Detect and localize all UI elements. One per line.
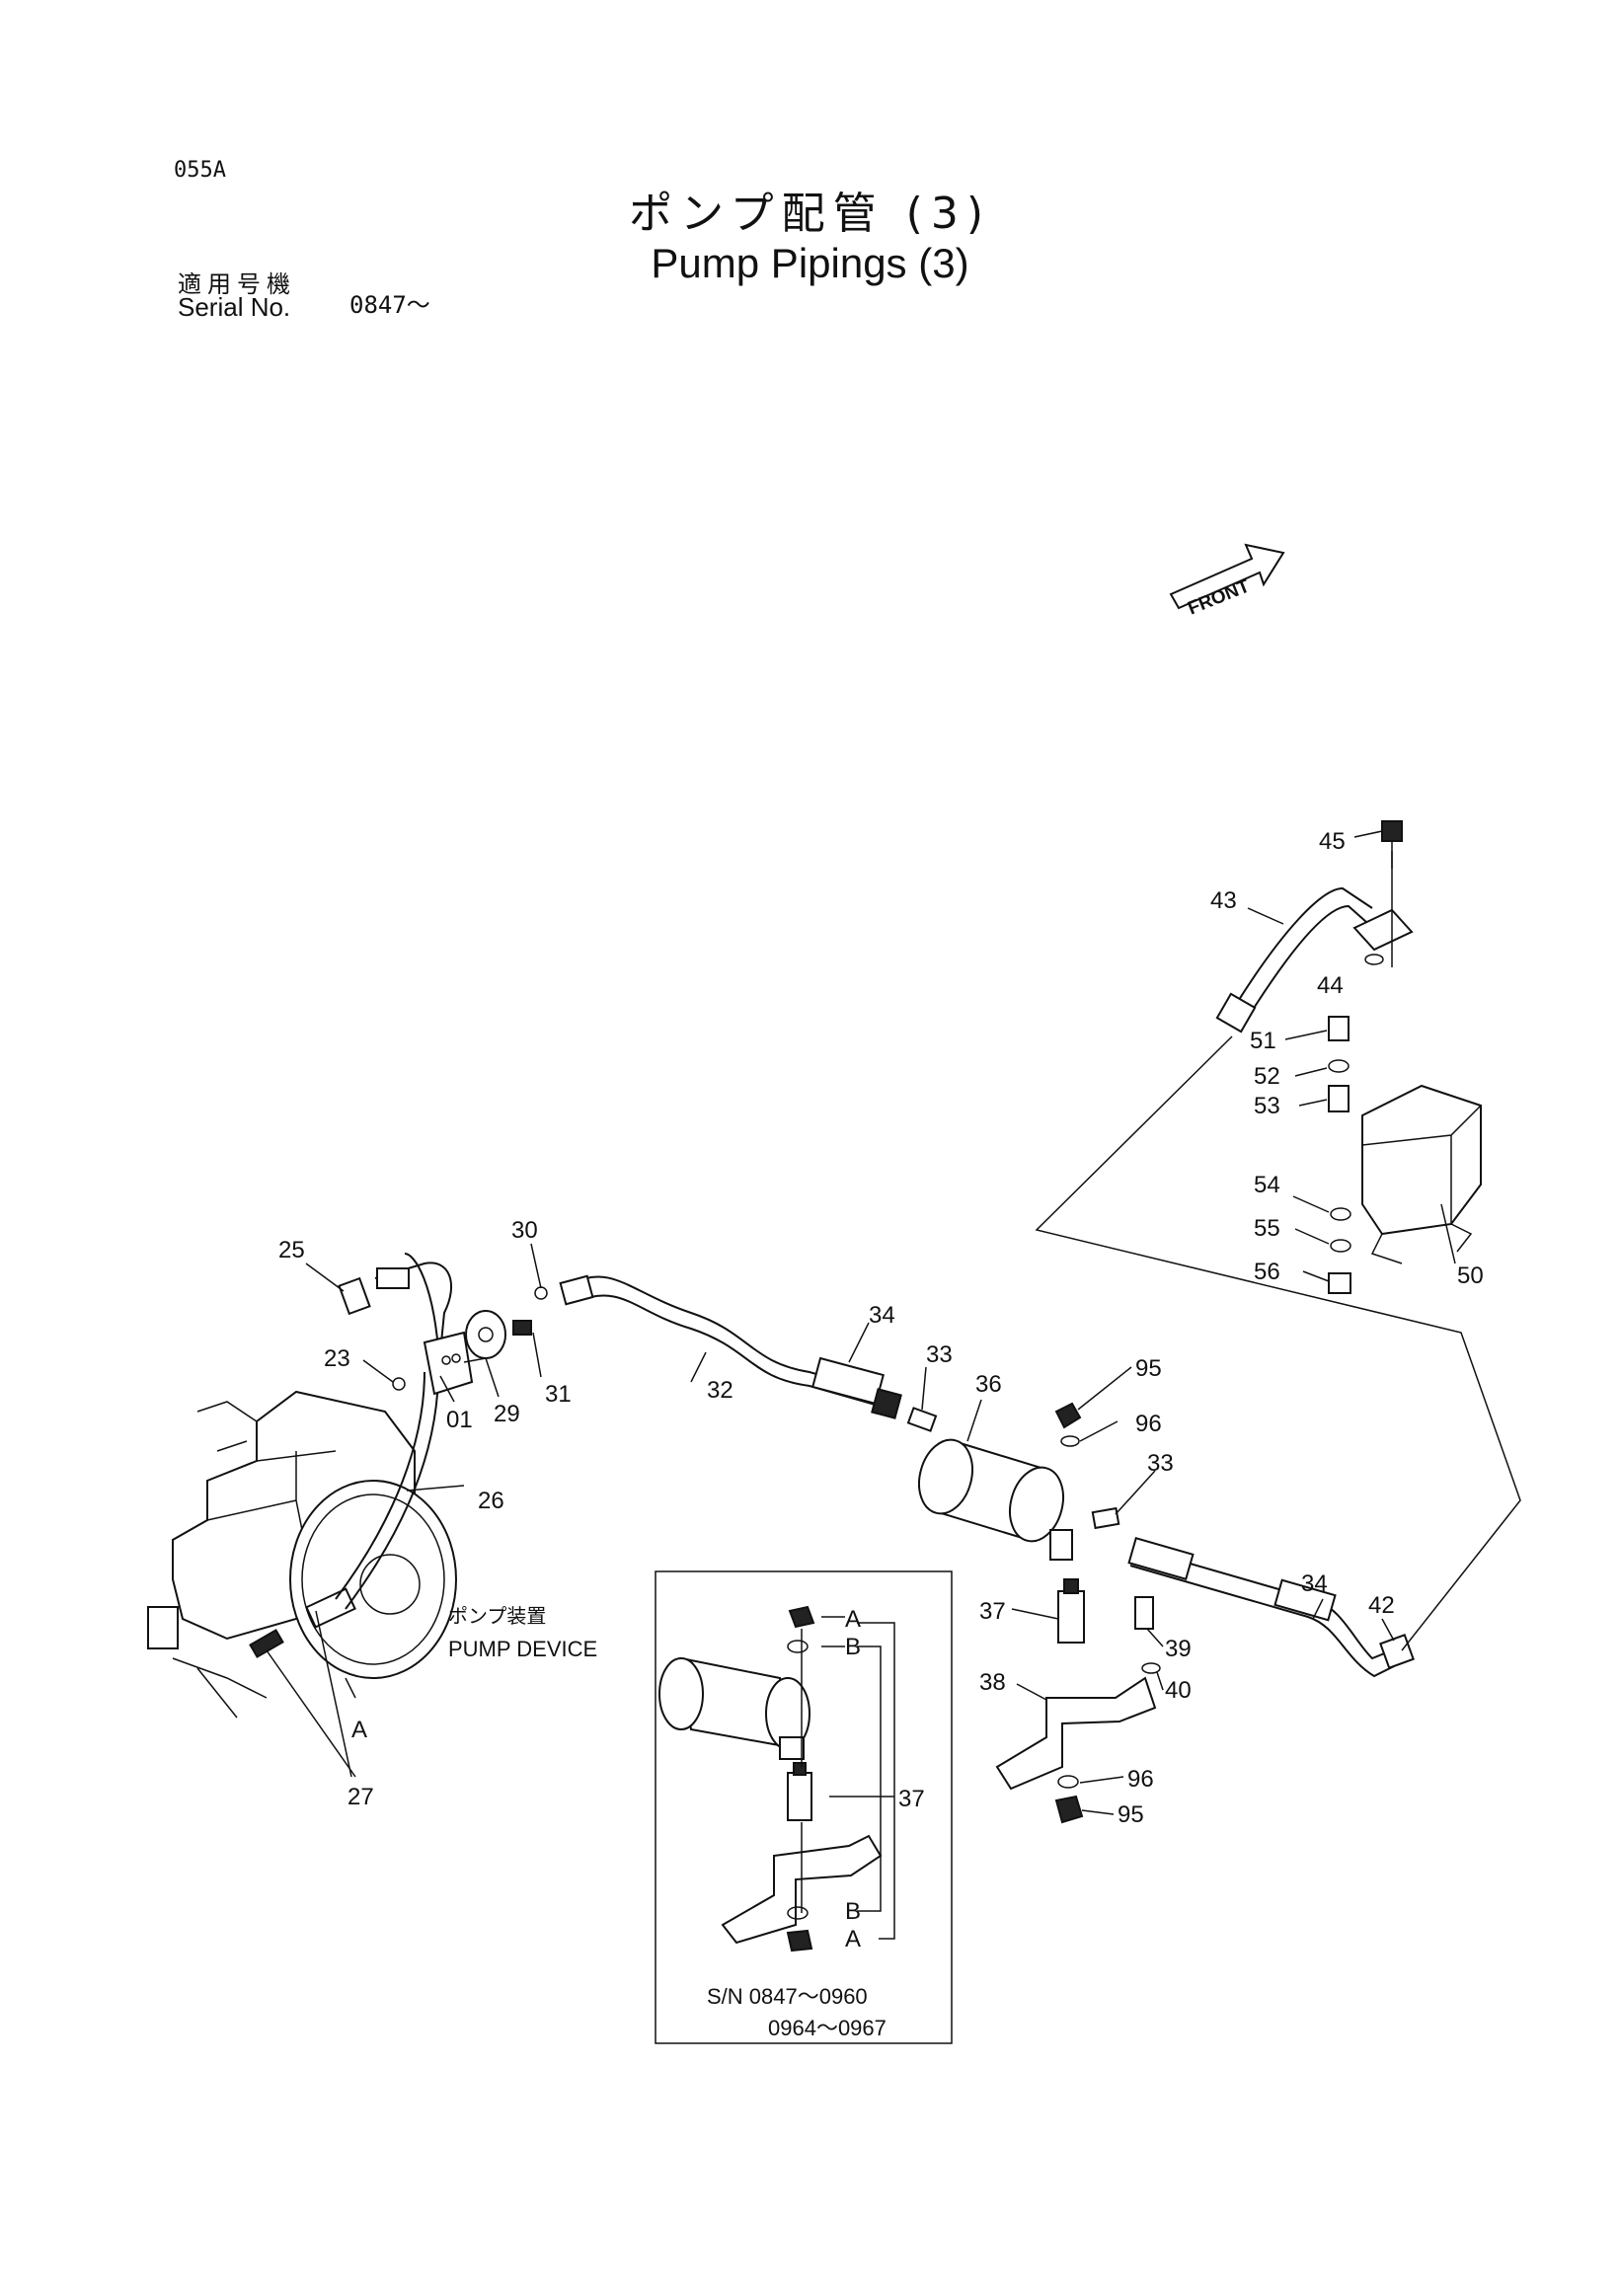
front-arrow-icon: FRONT [1169, 543, 1285, 619]
washer-40 [1141, 1662, 1161, 1674]
flange-29 [465, 1310, 506, 1359]
callout-54: 54 [1254, 1172, 1280, 1198]
valve-50 [1361, 1084, 1482, 1264]
callout-01: 01 [446, 1407, 473, 1433]
inset-label-b-bottom: B [845, 1898, 861, 1925]
hose-32 [572, 1275, 880, 1393]
mount-36 [1049, 1529, 1073, 1561]
hose-26 [404, 1253, 440, 1363]
oring-30 [534, 1286, 548, 1300]
callout-53: 53 [1254, 1093, 1280, 1119]
callout-39: 39 [1165, 1636, 1192, 1662]
bracket-38 [995, 1676, 1157, 1791]
callout-32: 32 [707, 1377, 733, 1404]
callout-40: 40 [1165, 1677, 1192, 1704]
plug-53 [1328, 1085, 1350, 1112]
adapter-33-right [1091, 1506, 1120, 1530]
callout-33-right: 33 [1147, 1450, 1174, 1477]
callout-96-bottom: 96 [1127, 1766, 1154, 1793]
washer-96-bottom [1057, 1775, 1079, 1789]
callout-36: 36 [975, 1371, 1002, 1398]
callout-26: 26 [478, 1488, 504, 1514]
pump-device-label-jp: ポンプ装置 [448, 1605, 546, 1628]
page-code: 055A [174, 158, 226, 183]
fitting-42 [1379, 1634, 1415, 1669]
leader-lines [266, 830, 1456, 1815]
seal-52 [1328, 1059, 1350, 1073]
oring-44 [1364, 954, 1384, 965]
callout-23: 23 [324, 1345, 350, 1372]
inset-labels: A B 37 B A S/N 0847～0960 0964～0967 [707, 1606, 925, 2040]
inset-label-a-bottom: A [845, 1926, 861, 1952]
hose-25 [374, 1262, 453, 1363]
bolt-31 [512, 1320, 532, 1336]
callout-50: 50 [1457, 1263, 1484, 1289]
inset-label-b-top: B [845, 1634, 861, 1660]
flange-43 [1352, 908, 1414, 952]
oring-23 [392, 1377, 406, 1391]
fitting-34-left [811, 1356, 885, 1406]
callout-43: 43 [1210, 887, 1237, 914]
inset-label-37: 37 [898, 1786, 925, 1812]
callout-34-left: 34 [869, 1302, 895, 1329]
seal-54 [1330, 1207, 1351, 1221]
adapter-33-left [906, 1407, 938, 1432]
callout-95-bottom: 95 [1118, 1801, 1144, 1828]
nut-95-top [1054, 1402, 1082, 1429]
callout-34-right: 34 [1301, 1570, 1328, 1597]
callout-51: 51 [1250, 1028, 1276, 1054]
bolt-51 [1328, 1016, 1350, 1041]
callout-37: 37 [979, 1598, 1006, 1625]
hose-26-lower [335, 1371, 425, 1600]
serial-value: 0847～ [349, 291, 430, 319]
callout-52: 52 [1254, 1063, 1280, 1090]
callout-25: 25 [278, 1237, 305, 1263]
callout-96-top: 96 [1135, 1411, 1162, 1437]
callout-labels: 25 23 01 29 30 31 26 27 A 32 34 33 36 95… [278, 828, 1484, 1828]
bolt-39 [1134, 1596, 1154, 1630]
callout-44: 44 [1317, 972, 1344, 999]
inset-box [655, 1570, 953, 2044]
callout-a: A [351, 1717, 367, 1743]
callout-38: 38 [979, 1669, 1006, 1696]
callout-95-top: 95 [1135, 1355, 1162, 1382]
callout-42: 42 [1368, 1592, 1395, 1619]
serial-label-japanese: 適用号機 [178, 270, 296, 298]
callout-31: 31 [545, 1381, 572, 1408]
washer-96-top [1060, 1435, 1080, 1447]
inset-label-a-top: A [845, 1606, 861, 1633]
pump-device-drawing [147, 1390, 457, 1719]
pump-device-label-en: PUMP DEVICE [448, 1637, 597, 1661]
plug-56 [1328, 1272, 1351, 1294]
callout-27: 27 [347, 1784, 374, 1810]
oring-55 [1330, 1239, 1351, 1253]
callout-45: 45 [1319, 828, 1346, 855]
damper-37 [1057, 1590, 1085, 1644]
page-title-english: Pump Pipings (3) [651, 240, 969, 286]
callout-56: 56 [1254, 1259, 1280, 1285]
filter-36 [918, 1438, 1064, 1543]
nut-95-bottom [1054, 1795, 1084, 1824]
callout-55: 55 [1254, 1215, 1280, 1242]
callout-30: 30 [511, 1217, 538, 1244]
fitting-25 [376, 1267, 410, 1289]
serial-label-english: Serial No. [178, 292, 291, 322]
page-title-japanese: ポンプ配管 (3) [629, 189, 991, 239]
callout-29: 29 [494, 1401, 520, 1427]
hose-43 [1231, 886, 1373, 1012]
inset-serial-line-2: 0964～0967 [768, 2016, 887, 2040]
inset-serial-line-1: S/N 0847～0960 [707, 1984, 868, 2009]
bolt-45 [1381, 820, 1403, 842]
callout-33-left: 33 [926, 1341, 953, 1368]
